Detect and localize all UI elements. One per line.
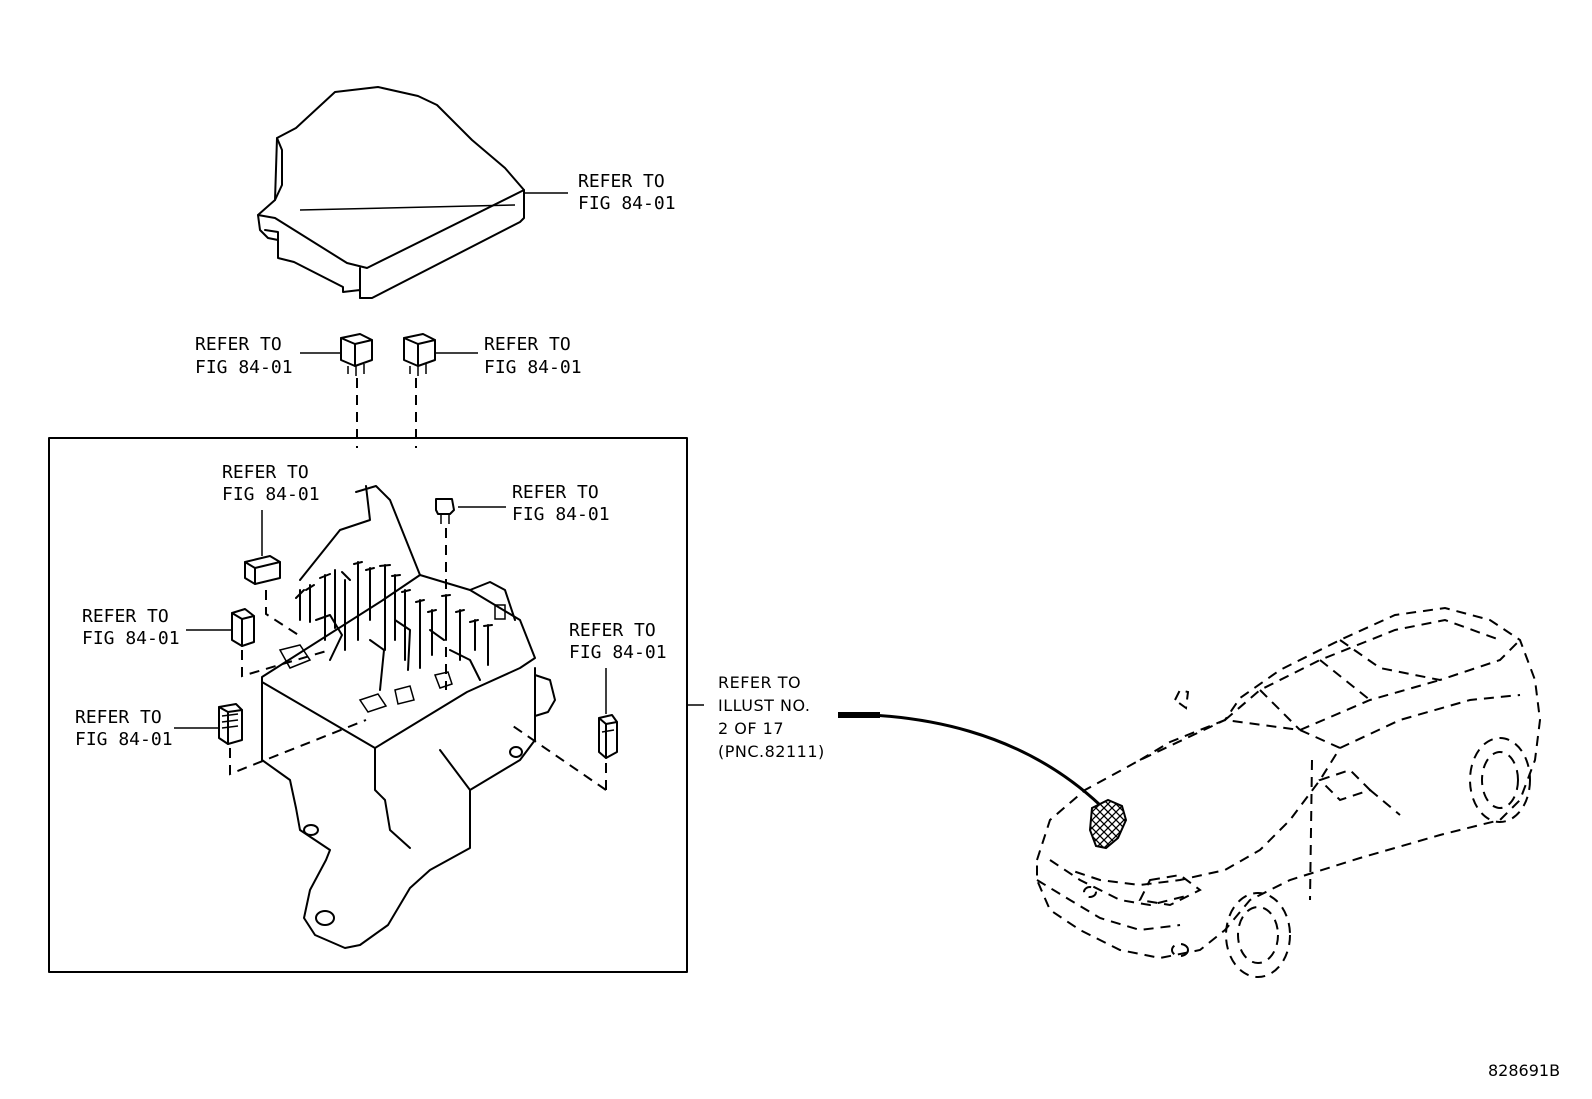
callout-right-side-line1: REFER TO (569, 620, 656, 641)
relay-upper-left (244, 555, 281, 585)
callout-lower-left-line2: FIG 84-01 (75, 729, 173, 750)
callout-relay-left-line2: FIG 84-01 (195, 357, 293, 378)
callout-cover-line2: FIG 84-01 (578, 193, 676, 214)
fuse-box-cover (257, 86, 525, 299)
car-illustration (1036, 606, 1542, 978)
relay-left (340, 333, 373, 376)
callout-relay-right-line2: FIG 84-01 (484, 357, 582, 378)
figure-id: 828691B (1488, 1061, 1560, 1080)
callout-mid-left-line2: FIG 84-01 (82, 628, 180, 649)
upper-left-dash (265, 590, 301, 637)
callout-relay-left-line1: REFER TO (195, 334, 282, 355)
callout-illust-line4: (PNC.82111) (718, 742, 825, 761)
illust-leader-line (837, 712, 1102, 807)
callout-right-side-line2: FIG 84-01 (569, 642, 667, 663)
callout-upper-left-line2: FIG 84-01 (222, 484, 320, 505)
callout-cover-line1: REFER TO (578, 171, 665, 192)
callout-illust-line3: 2 OF 17 (718, 719, 784, 738)
mid-left-dash (241, 649, 331, 678)
callout-lower-left-line1: REFER TO (75, 707, 162, 728)
junction-block (261, 485, 556, 949)
right-side-dash (509, 723, 607, 791)
fuse-right-side (598, 714, 618, 759)
callout-mini-fuse-line2: FIG 84-01 (512, 504, 610, 525)
relay-mid-left (231, 608, 255, 647)
callout-mid-left-line1: REFER TO (82, 606, 169, 627)
fuse-lower-left (218, 703, 243, 745)
fuse-box-location-marker (1088, 798, 1128, 850)
callout-relay-right-line1: REFER TO (484, 334, 571, 355)
callout-upper-left-line1: REFER TO (222, 462, 309, 483)
mini-fuse (435, 498, 455, 524)
callout-illust-line1: REFER TO (718, 673, 801, 692)
callout-illust-line2: ILLUST NO. (718, 696, 810, 715)
lower-left-dash (229, 719, 367, 776)
callout-mini-fuse-line1: REFER TO (512, 482, 599, 503)
relay-right (403, 333, 436, 376)
illust-leader-head (838, 712, 880, 718)
